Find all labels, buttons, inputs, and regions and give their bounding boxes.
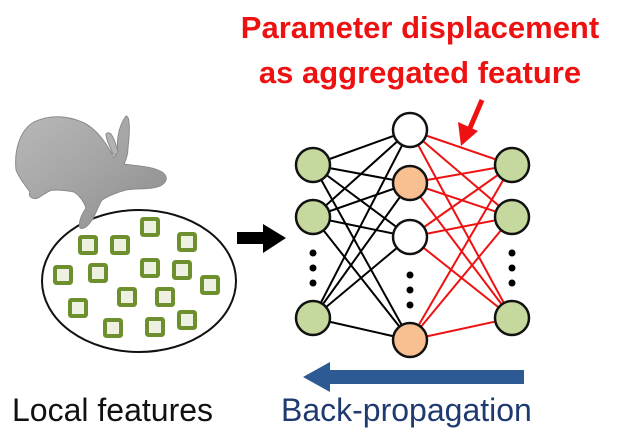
input-ellipsis-dot bbox=[309, 279, 317, 287]
feature-square bbox=[140, 217, 160, 237]
input-hidden-edge bbox=[312, 129, 411, 319]
output-ellipsis-dot bbox=[508, 279, 516, 287]
hidden-node bbox=[391, 321, 429, 359]
input-hidden-edge bbox=[312, 164, 411, 341]
output-ellipsis-dot bbox=[508, 264, 516, 272]
arrow-right-icon bbox=[237, 224, 286, 253]
output-node bbox=[493, 146, 531, 184]
feature-square bbox=[78, 235, 98, 255]
input-hidden-edge bbox=[312, 236, 411, 319]
arrow-down-left-icon bbox=[458, 99, 485, 146]
network-nodes bbox=[294, 111, 531, 359]
hidden-output-edge bbox=[409, 129, 513, 319]
hidden-output-edge bbox=[409, 164, 513, 341]
feature-square bbox=[68, 298, 88, 318]
input-ellipsis-dot bbox=[309, 249, 317, 257]
hidden-ellipsis-dot bbox=[406, 301, 414, 309]
title-line-1: Parameter displacement bbox=[241, 10, 599, 45]
output-ellipsis-dot bbox=[508, 249, 516, 257]
hidden-output-edge bbox=[409, 164, 513, 238]
feature-square bbox=[172, 260, 192, 280]
local-feature-squares bbox=[53, 217, 220, 338]
ellipsis-dots bbox=[309, 249, 516, 309]
input-node bbox=[294, 299, 332, 337]
input-node bbox=[294, 198, 332, 236]
output-node bbox=[493, 299, 531, 337]
feature-square bbox=[200, 275, 220, 295]
title-line-2: as aggregated feature bbox=[259, 55, 581, 90]
input-node bbox=[294, 146, 332, 184]
input-hidden-edge bbox=[312, 129, 411, 218]
hidden-ellipsis-dot bbox=[406, 286, 414, 294]
feature-square bbox=[103, 318, 123, 338]
input-ellipsis-dot bbox=[309, 264, 317, 272]
feature-square bbox=[53, 265, 73, 285]
local-features-label: Local features bbox=[12, 392, 213, 428]
feature-square bbox=[155, 287, 175, 307]
feature-square bbox=[177, 310, 197, 330]
arrow-left-icon bbox=[303, 362, 524, 392]
back-propagation-label: Back-propagation bbox=[281, 392, 532, 428]
feature-square bbox=[140, 258, 160, 278]
feature-square bbox=[88, 263, 108, 283]
feature-square bbox=[110, 235, 130, 255]
hidden-output-edge bbox=[409, 182, 513, 319]
hidden-node bbox=[391, 111, 429, 149]
feature-square bbox=[177, 232, 197, 252]
input-hidden-edge bbox=[312, 182, 411, 319]
feature-square bbox=[117, 287, 137, 307]
hidden-ellipsis-dot bbox=[406, 271, 414, 279]
hidden-output-edge bbox=[409, 216, 513, 341]
network-edges bbox=[312, 129, 513, 341]
3d-bunny-mesh-icon bbox=[15, 115, 167, 229]
feature-square bbox=[145, 317, 165, 337]
hidden-node bbox=[391, 164, 429, 202]
hidden-node bbox=[391, 218, 429, 256]
output-node bbox=[493, 198, 531, 236]
